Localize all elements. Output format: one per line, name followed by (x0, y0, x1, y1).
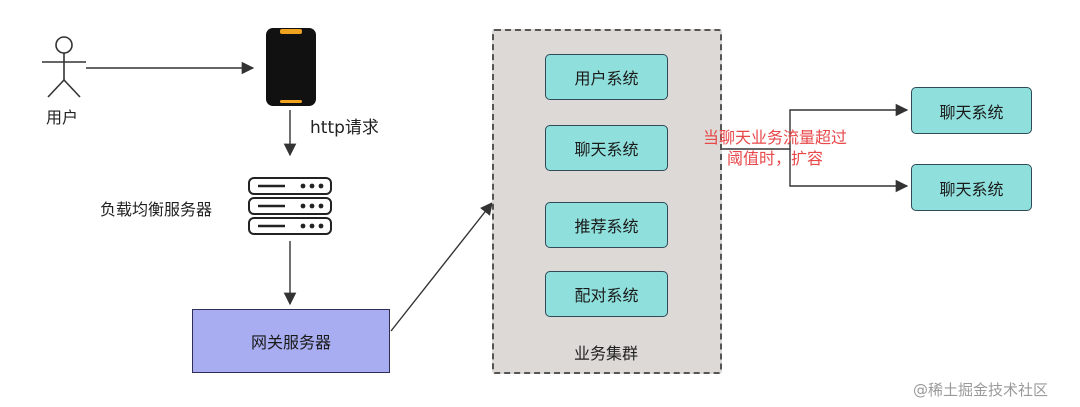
service-matching-system: 配对系统 (545, 271, 668, 317)
arrow-scale-out (667, 103, 909, 150)
service-chat-system: 聊天系统 (545, 125, 668, 171)
http-request-label: http请求 (310, 118, 379, 138)
user-label: 用户 (46, 108, 79, 127)
user-icon (42, 36, 86, 98)
service-recommend-system: 推荐系统 (545, 202, 668, 248)
arrow-gateway-to-cluster (390, 202, 493, 332)
arrow-scale-out-2 (789, 149, 909, 193)
scaled-chat-system-2: 聊天系统 (911, 164, 1032, 211)
watermark: @稀土掘金技术社区 (913, 381, 1049, 399)
phone-icon (266, 28, 316, 106)
scale-annotation-line1: 当聊天业务流量超过 (703, 128, 848, 147)
gateway-server: 网关服务器 (192, 309, 390, 373)
load-balancer-label: 负载均衡服务器 (100, 200, 213, 219)
cluster-label: 业务集群 (574, 344, 639, 363)
scale-annotation-line2: 阈值时，扩容 (727, 149, 824, 168)
scaled-chat-system-1: 聊天系统 (911, 87, 1032, 134)
server-icon (248, 177, 332, 235)
scale-annotation: 当聊天业务流量超过 阈值时，扩容 (703, 127, 847, 169)
service-user-system: 用户系统 (545, 54, 668, 100)
